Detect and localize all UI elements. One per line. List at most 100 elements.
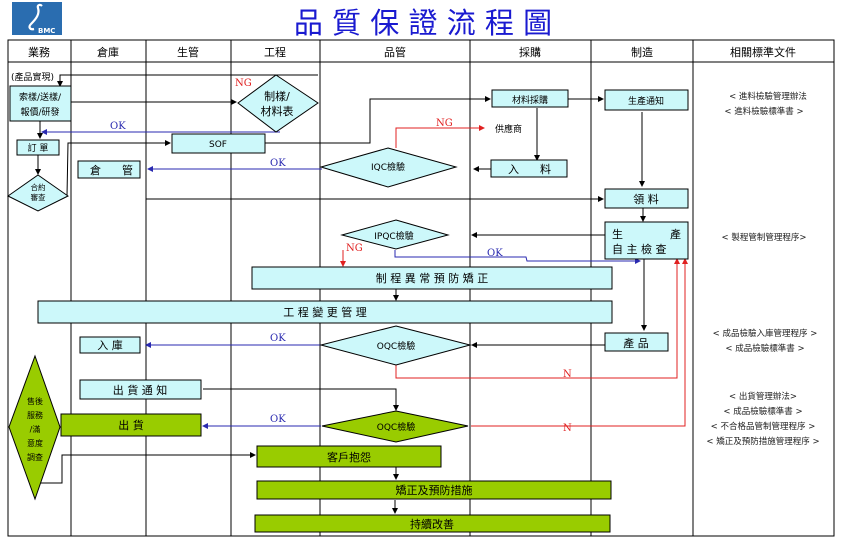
node-ipqc-inspection[interactable]: IPQC檢驗: [340, 219, 450, 250]
node-box[interactable]: [79, 336, 141, 354]
node-bom[interactable]: 制樣/ 材料表: [237, 74, 319, 133]
node-oqc-inspection-1[interactable]: OQC檢驗: [319, 325, 472, 366]
document-reference[interactable]: < 製程管制管理程序>: [722, 232, 807, 243]
ng-connector: [395, 125, 485, 148]
node-engineering-change[interactable]: 工 程 變 更 管 理: [37, 300, 613, 324]
node-label: 審查: [31, 192, 46, 202]
decision-diamond[interactable]: [8, 354, 61, 501]
node-box[interactable]: [171, 133, 266, 154]
node-customer-complaint[interactable]: 客戶抱怨: [256, 445, 442, 468]
logo-text: BMC: [38, 27, 55, 35]
node-stock-in[interactable]: 入 庫: [79, 336, 141, 354]
node-continuous-improvement[interactable]: 持續改善: [254, 514, 611, 533]
node-box[interactable]: [37, 300, 613, 324]
document-reference[interactable]: < 出貨管理辦法>: [729, 391, 797, 402]
node-box[interactable]: [79, 379, 202, 400]
node-label: 材料採購: [512, 94, 548, 106]
node-label: 合約: [31, 182, 46, 192]
decision-diamond[interactable]: [237, 74, 319, 133]
lane-header-engineering: 工程: [264, 46, 286, 59]
documents-group-iqc: < 進料檢驗管理辦法 < 進料檢驗標準書 >: [724, 91, 806, 117]
ng-connector: [395, 258, 680, 379]
ok-label: OK: [487, 248, 503, 259]
node-label: 入 庫: [97, 338, 123, 352]
node-material-issue[interactable]: 領 料: [604, 188, 689, 209]
node-box[interactable]: [256, 480, 612, 500]
decision-diamond[interactable]: [7, 174, 69, 212]
node-incoming-material[interactable]: 入 料: [490, 159, 568, 178]
node-box[interactable]: [604, 221, 689, 260]
document-reference[interactable]: < 不合格品管制管理程序 >: [711, 421, 816, 432]
node-label: 持續改善: [410, 517, 454, 531]
node-production-self-check[interactable]: 生 產 自 主 檢 查: [604, 221, 689, 260]
ok-connector: [394, 250, 641, 264]
node-label: 材料表: [261, 104, 294, 118]
document-reference[interactable]: < 成品檢驗標準書 >: [723, 406, 802, 417]
decision-diamond[interactable]: [340, 219, 450, 250]
node-product[interactable]: 產 品: [604, 332, 669, 352]
lane-header-documents: 相關標準文件: [730, 45, 796, 59]
node-sof[interactable]: SOF: [171, 133, 266, 154]
document-reference[interactable]: < 進料檢驗標準書 >: [724, 106, 803, 117]
document-reference[interactable]: < 成品檢驗入庫管理程序 >: [713, 328, 818, 339]
node-oqc-inspection-2[interactable]: OQC檢驗: [321, 410, 469, 443]
node-box[interactable]: [256, 445, 442, 468]
node-label: 生產通知: [628, 95, 664, 107]
node-warehouse-management[interactable]: 倉 管: [77, 160, 141, 179]
node-box[interactable]: [604, 188, 689, 209]
node-label: 售後: [27, 396, 43, 406]
n-label: N: [563, 369, 572, 380]
node-box[interactable]: [490, 159, 568, 178]
decision-diamond[interactable]: [319, 147, 458, 188]
node-box[interactable]: [77, 160, 141, 179]
node-label: IPQC檢驗: [374, 230, 413, 242]
table-border: [7, 39, 835, 537]
node-label: 制樣/: [264, 89, 290, 103]
node-label: 索樣/送樣/: [19, 91, 62, 103]
ok-label: OK: [270, 333, 286, 344]
node-order[interactable]: 訂 單: [16, 139, 60, 156]
node-iqc-inspection[interactable]: IQC檢驗: [319, 147, 458, 188]
node-production-notice[interactable]: 生產通知: [604, 89, 689, 111]
connector: [265, 96, 491, 144]
document-reference[interactable]: < 進料檢驗管理辦法: [729, 91, 807, 102]
documents-group-shipping: < 出貨管理辦法> < 成品檢驗標準書 > < 不合格品管制管理程序 > < 矯…: [706, 391, 819, 447]
node-box[interactable]: [60, 413, 202, 437]
node-process-correction[interactable]: 制 程 異 常 預 防 矯 正: [251, 266, 613, 290]
node-contract-review[interactable]: 合約 審查: [7, 174, 69, 212]
node-label: (產品實現): [11, 71, 54, 83]
node-box[interactable]: [251, 266, 613, 290]
node-material-purchase[interactable]: 材料採購: [491, 89, 569, 108]
document-reference[interactable]: < 矯正及預防措施管理程序 >: [706, 436, 819, 447]
connector: [66, 140, 171, 197]
node-box[interactable]: [604, 332, 669, 352]
lane-header-purchasing: 採購: [519, 45, 541, 59]
node-corrective-action[interactable]: 矯正及預防措施: [256, 480, 612, 500]
node-box[interactable]: [491, 89, 569, 108]
node-box[interactable]: [16, 139, 60, 156]
page-title: 品 質 保 證 流 程 圖: [294, 6, 552, 40]
node-shipping-notice[interactable]: 出 貨 通 知: [79, 379, 202, 400]
decision-diamond[interactable]: [321, 410, 469, 443]
node-label: /滿: [30, 424, 41, 434]
node-quote-development[interactable]: 索樣/送樣/ 報價/研發: [9, 85, 72, 122]
node-label: 產 品: [623, 336, 649, 350]
decision-diamond[interactable]: [319, 325, 472, 366]
node-label: 制 程 異 常 預 防 矯 正: [376, 271, 488, 285]
node-box[interactable]: [9, 85, 72, 122]
node-label: 出 貨 通 知: [113, 383, 168, 397]
node-supplier: 供應商: [495, 123, 522, 135]
ok-label: OK: [270, 414, 286, 425]
node-after-sales-survey[interactable]: 售後 服務 /滿 意度 調查: [8, 354, 61, 501]
node-box[interactable]: [604, 89, 689, 111]
node-label: 料: [540, 162, 551, 176]
node-label: OQC檢驗: [377, 340, 415, 352]
document-reference[interactable]: < 成品檢驗標準書 >: [725, 343, 804, 354]
node-label: 工 程 變 更 管 理: [283, 305, 366, 319]
node-shipping[interactable]: 出 貨: [60, 413, 202, 437]
lane-header-production-control: 生管: [177, 45, 199, 59]
documents-group-finished-goods: < 成品檢驗入庫管理程序 > < 成品檢驗標準書 >: [713, 328, 818, 354]
ng-connector: [471, 258, 688, 427]
node-box[interactable]: [254, 514, 611, 533]
